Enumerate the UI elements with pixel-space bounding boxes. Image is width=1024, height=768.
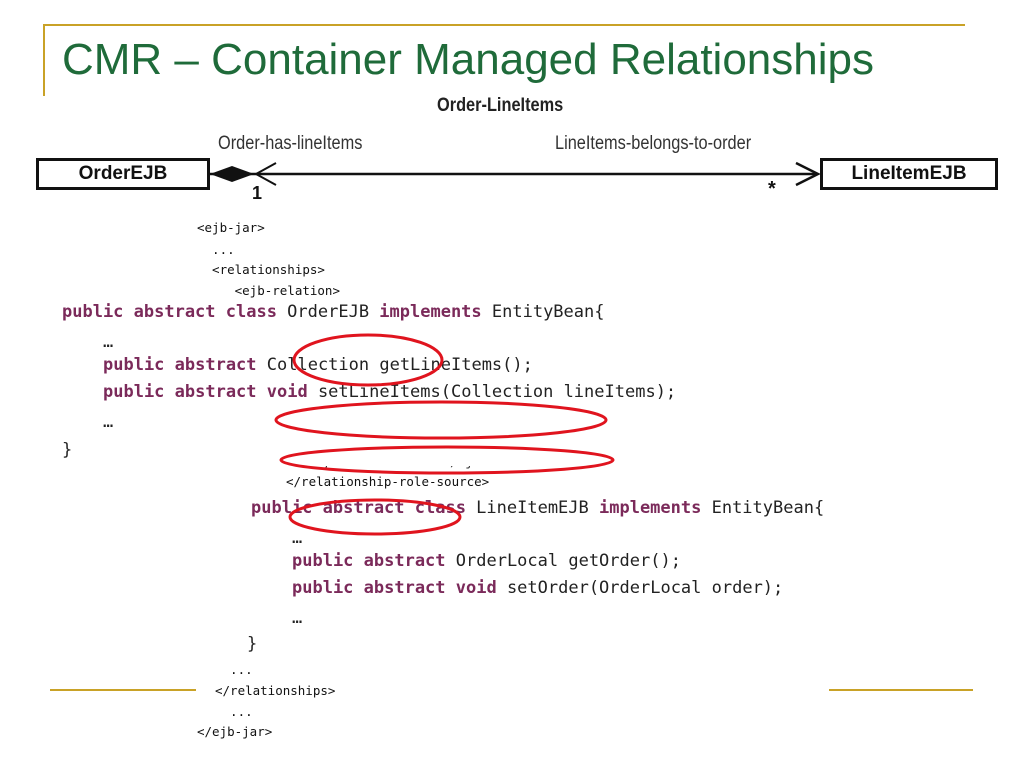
xml-line-ellipsis-3: ...	[215, 704, 253, 719]
xml-line-role-source-end: </relationship-role-source>	[286, 474, 490, 489]
order-code-line-6: }	[62, 440, 73, 460]
lineitem-code-line-4: public abstract void setOrder(OrderLocal…	[292, 578, 783, 598]
order-code-line-2: …	[62, 332, 114, 352]
right-role-label: LineItems-belongs-to-order	[555, 133, 752, 154]
composition-diamond-icon	[210, 166, 254, 182]
order-code-line-1: public abstract class OrderEJB implement…	[62, 302, 604, 322]
lineitem-code-line-5: …	[251, 608, 303, 628]
lineitem-getter-modifiers: public abstract	[292, 551, 446, 571]
lineitem-code-line-2: …	[251, 528, 303, 548]
slide-title: CMR – Container Managed Relationships	[62, 35, 874, 84]
footer-left-rule	[50, 689, 196, 691]
lineitem-interface: EntityBean{	[701, 498, 825, 518]
relationship-name: Order-LineItems	[437, 95, 564, 116]
navigation-arrow-icon	[795, 161, 821, 187]
xml-line-ellipsis-2: ...	[215, 662, 253, 677]
lineitem-class-name: LineItemEJB	[465, 498, 599, 518]
frame-top-rule	[43, 24, 965, 26]
xml-line-relationships-close: </relationships>	[215, 683, 336, 698]
order-class-keyword: public abstract class	[62, 302, 277, 322]
order-getter-signature: Collection getLineItems();	[256, 355, 533, 375]
order-ejb-box: OrderEJB	[36, 158, 210, 190]
order-ejb-label: OrderEJB	[78, 163, 168, 184]
order-code-line-4: public abstract void setLineItems(Collec…	[103, 382, 676, 402]
order-code-line-3: public abstract Collection getLineItems(…	[103, 355, 533, 375]
order-class-name: OrderEJB	[276, 302, 380, 322]
order-implements-keyword: implements	[379, 302, 482, 322]
lineitem-setter-modifiers: public abstract void	[292, 578, 497, 598]
left-role-label: Order-has-lineItems	[218, 133, 363, 154]
frame-left-rule	[43, 24, 45, 96]
xml-line-ejb-jar-close: </ejb-jar>	[197, 724, 273, 739]
lineitem-implements-keyword: implements	[599, 498, 702, 518]
order-setter-modifiers: public abstract void	[103, 382, 308, 402]
left-multiplicity: 1	[252, 183, 263, 203]
footer-right-rule	[829, 689, 973, 691]
xml-line-ellipsis: ...	[197, 242, 235, 257]
lineitem-ejb-label: LineItemEJB	[851, 163, 967, 184]
xml-line-ejb-relation: <ejb-relation>	[197, 283, 340, 298]
navigation-arrow-left-icon	[253, 162, 277, 186]
order-getter-modifiers: public abstract	[103, 355, 257, 375]
right-multiplicity: *	[768, 178, 776, 200]
xml-line-relationships: <relationships>	[197, 262, 325, 277]
lineitem-code-line-6: }	[247, 634, 258, 654]
order-code-line-5: …	[62, 412, 114, 432]
lineitem-ejb-box: LineItemEJB	[820, 158, 998, 190]
order-interface: EntityBean{	[481, 302, 605, 322]
xml-line-ejb-jar: <ejb-jar>	[197, 220, 265, 235]
lineitem-code-line-3: public abstract OrderLocal getOrder();	[292, 551, 681, 571]
lineitem-getter-signature: OrderLocal getOrder();	[445, 551, 681, 571]
lineitem-code-line-1: public abstract class LineItemEJB implem…	[251, 498, 824, 518]
association-line	[210, 161, 821, 187]
lineitem-setter-signature: setOrder(OrderLocal order);	[496, 578, 784, 598]
lineitem-class-keyword: public abstract class	[251, 498, 466, 518]
order-setter-signature: setLineItems(Collection lineItems);	[307, 382, 677, 402]
